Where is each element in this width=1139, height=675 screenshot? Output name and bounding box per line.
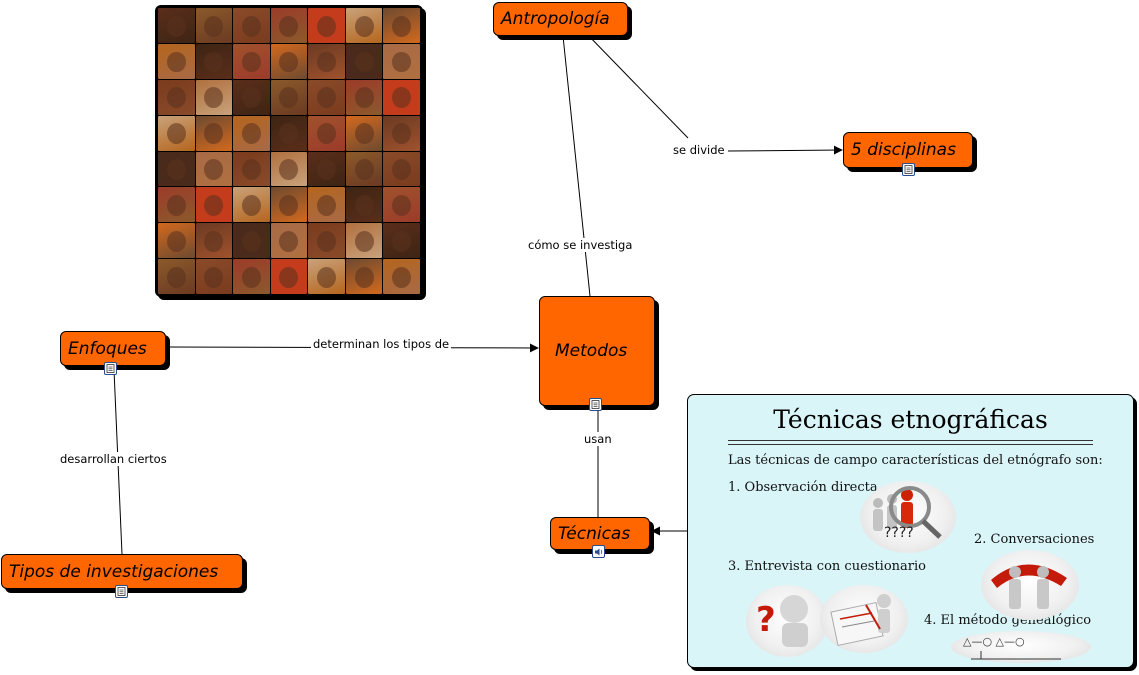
mosaic-tile xyxy=(345,187,383,223)
question-marks: ???? xyxy=(884,525,914,541)
interview-illustration: ? xyxy=(746,585,828,657)
mosaic-tile xyxy=(308,151,345,187)
panel-item-2: 2. Conversaciones xyxy=(974,532,1095,547)
mosaic-tile xyxy=(345,8,383,43)
mosaic-tile xyxy=(195,8,233,43)
panel-item-1: 1. Observación directa xyxy=(728,480,878,495)
genealogy-illustration: △—○ △—○ xyxy=(951,631,1091,663)
mosaic-tile xyxy=(345,259,383,294)
mosaic-tile xyxy=(233,259,270,294)
mosaic-tile xyxy=(383,151,420,187)
faces-mosaic-image xyxy=(155,5,423,297)
mosaic-tile xyxy=(233,223,270,259)
node-enfoques[interactable]: Enfoques xyxy=(60,331,166,366)
mosaic-tile xyxy=(195,79,233,115)
mosaic-tile xyxy=(158,187,195,223)
mosaic-tile xyxy=(345,151,383,187)
mosaic-tile xyxy=(233,187,270,223)
link-label-determinan: determinan los tipos de xyxy=(311,337,452,351)
mosaic-tile xyxy=(383,223,420,259)
mosaic-tile xyxy=(383,259,420,294)
node-metodos[interactable]: Metodos xyxy=(539,296,655,406)
tecnicas-etnograficas-panel[interactable]: Técnicas etnográficas Las técnicas de ca… xyxy=(687,394,1134,668)
node-enfoques-label: Enfoques xyxy=(68,338,147,359)
mosaic-tile xyxy=(308,259,345,294)
node-metodos-label: Metodos xyxy=(555,341,628,361)
mosaic-tile xyxy=(195,151,233,187)
mosaic-tile xyxy=(270,223,308,259)
document-icon[interactable] xyxy=(589,398,602,411)
panel-divider xyxy=(728,440,1093,445)
mosaic-tile xyxy=(345,223,383,259)
link-label-usan: usan xyxy=(582,432,614,446)
mosaic-tile xyxy=(233,151,270,187)
mosaic-tile xyxy=(158,259,195,294)
mosaic-tile xyxy=(383,115,420,151)
node-antropologia[interactable]: Antropología xyxy=(493,2,628,36)
mosaic-tile xyxy=(308,115,345,151)
mosaic-tile xyxy=(158,43,195,79)
mosaic-tile xyxy=(233,8,270,43)
mosaic-tile xyxy=(233,43,270,79)
mosaic-tile xyxy=(383,187,420,223)
document-icon[interactable] xyxy=(115,585,128,598)
mosaic-tile xyxy=(270,259,308,294)
mosaic-tile xyxy=(308,43,345,79)
mosaic-tile xyxy=(308,8,345,43)
mosaic-tile xyxy=(308,223,345,259)
mosaic-tile xyxy=(158,79,195,115)
mosaic-tile xyxy=(233,115,270,151)
panel-intro: Las técnicas de campo características de… xyxy=(728,453,1103,468)
svg-text:?: ? xyxy=(756,600,776,640)
mosaic-tile xyxy=(383,8,420,43)
panel-title: Técnicas etnográficas xyxy=(773,405,1048,434)
mosaic-tile xyxy=(195,43,233,79)
node-tipos-de-investigaciones[interactable]: Tipos de investigaciones xyxy=(1,554,243,589)
mosaic-tile xyxy=(270,8,308,43)
mosaic-tile xyxy=(270,79,308,115)
mosaic-tile xyxy=(345,79,383,115)
mosaic-tile xyxy=(308,187,345,223)
edge-antropologia-se-divide xyxy=(584,31,689,139)
mosaic-tile xyxy=(345,115,383,151)
mosaic-tile xyxy=(158,223,195,259)
link-label-desarrollan: desarrollan ciertos xyxy=(58,452,169,466)
mosaic-tile xyxy=(195,223,233,259)
node-5-disciplinas-label: 5 disciplinas xyxy=(851,140,956,160)
mosaic-tile xyxy=(158,115,195,151)
observation-illustration: ???? xyxy=(860,481,956,553)
mosaic-tile xyxy=(345,43,383,79)
panel-item-3: 3. Entrevista con cuestionario xyxy=(728,559,926,574)
mosaic-tile xyxy=(270,115,308,151)
edge-antropologia-metodos xyxy=(562,35,591,297)
node-antropologia-label: Antropología xyxy=(501,9,610,29)
mosaic-tile xyxy=(270,151,308,187)
mosaic-tile xyxy=(270,187,308,223)
mosaic-tile xyxy=(195,187,233,223)
link-label-como-se-investiga: cómo se investiga xyxy=(526,238,635,252)
genealogy-symbols: △—○ △—○ xyxy=(963,635,1025,648)
questionnaire-illustration xyxy=(820,585,908,653)
mosaic-tile xyxy=(308,79,345,115)
link-label-se-divide: se divide xyxy=(671,143,727,157)
mosaic-tile xyxy=(158,8,195,43)
mosaic-tile xyxy=(233,79,270,115)
mosaic-tile xyxy=(383,43,420,79)
node-tecnicas-label: Técnicas xyxy=(558,523,631,544)
mosaic-tile xyxy=(270,43,308,79)
mosaic-tile xyxy=(195,259,233,294)
conversation-illustration xyxy=(981,550,1079,620)
node-tipos-label: Tipos de investigaciones xyxy=(9,561,219,582)
mosaic-tile xyxy=(195,115,233,151)
mosaic-tile xyxy=(383,79,420,115)
edge-se-divide-disciplinas xyxy=(727,145,843,155)
document-icon[interactable] xyxy=(902,163,915,176)
mosaic-tile xyxy=(158,151,195,187)
document-icon[interactable] xyxy=(104,362,117,375)
speaker-icon[interactable] xyxy=(592,545,605,558)
